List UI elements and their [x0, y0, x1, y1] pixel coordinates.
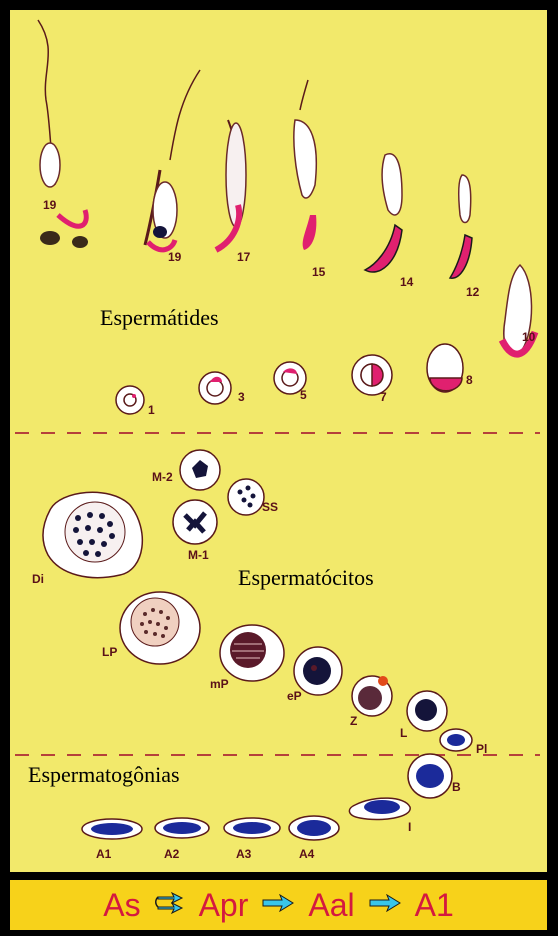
label-spermatogonium-a1: A1	[96, 847, 111, 861]
spermatid-14	[365, 154, 402, 272]
spermatid-15	[294, 80, 317, 250]
cells-illustration	[10, 10, 547, 872]
spermatogonium-a4	[289, 816, 339, 840]
section-title-spermatogonia: Espermatogônias	[28, 762, 180, 788]
label-spermatid-19a: 19	[43, 198, 56, 212]
spermatocyte-z	[352, 676, 392, 716]
spermatocyte-lp	[120, 592, 200, 664]
sequence-item-as: As	[103, 887, 140, 924]
label-spermatid-8: 8	[466, 373, 473, 387]
label-spermatid-1: 1	[148, 403, 155, 417]
label-spermatocyte-l: L	[400, 726, 407, 740]
label-spermatocyte-pl: Pl	[476, 742, 487, 756]
section-title-spermatocytes: Espermatócitos	[238, 565, 374, 591]
label-spermatocyte-m2: M-2	[152, 470, 173, 484]
spermatocyte-mp	[220, 625, 284, 681]
spermatid-1	[116, 386, 144, 414]
split-arrow-icon	[155, 888, 185, 923]
label-spermatogonium-a4: A4	[299, 847, 314, 861]
label-spermatid-15: 15	[312, 265, 325, 279]
label-spermatocyte-mp: mP	[210, 677, 229, 691]
spermatocyte-l	[407, 691, 447, 731]
diagram-plate: Espermátides Espermatócitos Espermatogôn…	[10, 10, 547, 872]
spermatocyte-m1	[173, 500, 217, 544]
spermatocyte-ss	[228, 479, 264, 515]
spermatocyte-pl	[440, 729, 472, 751]
label-spermatid-17: 17	[237, 250, 250, 264]
spermatogonium-b	[408, 754, 452, 798]
spermatogonium-a3	[224, 818, 280, 838]
spermatid-7	[352, 355, 392, 395]
label-spermatocyte-m1: M-1	[188, 548, 209, 562]
spermatid-19b	[145, 70, 200, 250]
label-spermatid-19b: 19	[168, 250, 181, 264]
spermatogonium-a1	[82, 819, 142, 839]
label-spermatogonium-a2: A2	[164, 847, 179, 861]
label-spermatocyte-ep: eP	[287, 689, 302, 703]
spermatid-3	[199, 372, 231, 404]
right-arrow-icon	[369, 894, 401, 917]
label-spermatogonium-i: I	[408, 820, 411, 834]
label-spermatocyte-z: Z	[350, 714, 357, 728]
label-spermatid-5: 5	[300, 388, 307, 402]
sequence-item-aal: Aal	[308, 887, 354, 924]
label-spermatid-12: 12	[466, 285, 479, 299]
spermatid-17	[216, 120, 246, 250]
label-spermatocyte-lp: LP	[102, 645, 117, 659]
label-spermatid-14: 14	[400, 275, 413, 289]
label-spermatid-10: 10	[522, 330, 535, 344]
label-spermatocyte-ss: SS	[262, 500, 278, 514]
label-spermatocyte-di: Di	[32, 572, 44, 586]
spermatocyte-di	[43, 492, 142, 577]
spermatid-8	[427, 344, 463, 392]
sequence-item-apr: Apr	[199, 887, 249, 924]
label-spermatogonium-b: B	[452, 780, 461, 794]
label-spermatogonium-a3: A3	[236, 847, 251, 861]
label-spermatid-3: 3	[238, 390, 245, 404]
spermatocyte-m2	[180, 450, 220, 490]
sequence-item-a1: A1	[415, 887, 454, 924]
spermatogonium-i	[349, 798, 410, 819]
spermatogonium-a2	[155, 818, 209, 838]
label-spermatid-7: 7	[380, 390, 387, 404]
right-arrow-icon	[262, 894, 294, 917]
spermatid-19a	[38, 20, 88, 248]
section-title-spermatids: Espermátides	[100, 305, 219, 331]
sequence-bar: As Apr Aal A1	[10, 880, 547, 930]
spermatocyte-ep	[294, 647, 342, 695]
spermatid-12	[450, 175, 472, 278]
